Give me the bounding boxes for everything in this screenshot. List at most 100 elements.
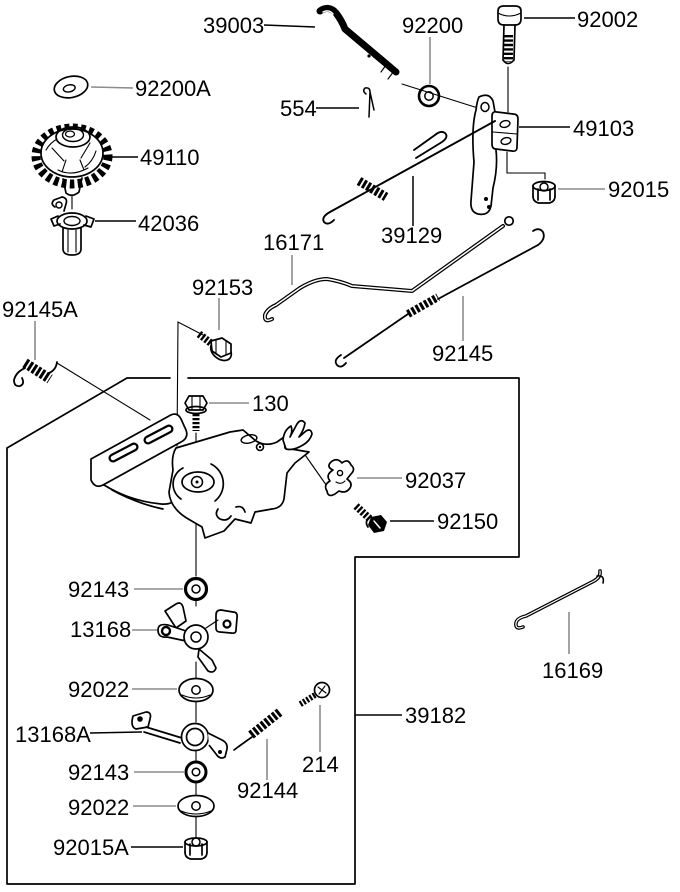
bracket-slot-1-inner — [110, 444, 137, 461]
part-92022-washer-2 — [177, 794, 215, 818]
nut-92015a-flange — [184, 851, 208, 860]
lever-plate — [470, 94, 498, 216]
part-label-92153: 92153 — [192, 275, 253, 300]
part-92145a-spring — [13, 358, 58, 388]
part-49103-lever — [470, 94, 519, 216]
lever-block-hole-1 — [499, 119, 511, 129]
bolt-130-flange — [185, 405, 207, 415]
part-label-92200a: 92200A — [135, 76, 211, 101]
spring-92144-hook — [233, 736, 253, 751]
lever-top-hole — [480, 101, 490, 113]
bolt-92153-axis — [176, 321, 206, 447]
part-92143-washer-2 — [184, 760, 208, 784]
nut-92015a-body — [184, 841, 208, 856]
part-label-554: 554 — [280, 96, 317, 121]
bracket-main-plate — [168, 429, 310, 539]
part-label-92002: 92002 — [577, 7, 638, 32]
choke-rod-shape — [316, 4, 400, 76]
part-13168-governor-lever — [157, 602, 239, 673]
rod-39129-wire — [329, 120, 496, 213]
holder-body-lines — [67, 229, 77, 253]
nut-92015-link — [506, 151, 546, 180]
arm-13168a-right-tab — [207, 732, 228, 759]
part-92153-bolt — [196, 331, 233, 362]
lever-dot-1 — [484, 197, 488, 201]
part-92022-washer-1 — [178, 677, 214, 703]
washer-92143-1-hole — [191, 584, 201, 594]
part-label-92015: 92015 — [608, 177, 669, 202]
part-92200-washer — [417, 84, 441, 108]
washer-92022-2-outer — [177, 794, 215, 818]
rod-16171-wire-inner — [264, 225, 504, 322]
part-label-39003: 39003 — [203, 13, 264, 38]
part-label-92143-2: 92143 — [68, 760, 129, 785]
rod-92145-hook-top — [532, 228, 545, 246]
washer-92022-2-edge — [180, 810, 212, 815]
part-label-92144: 92144 — [237, 778, 298, 803]
gear-hub-3 — [64, 130, 76, 138]
clamp-92037-link — [302, 451, 330, 490]
leader-39003 — [263, 24, 316, 28]
rod-92145-spring — [406, 293, 440, 318]
nut-92015a-top — [184, 837, 208, 847]
rod-92145-wire — [343, 244, 539, 359]
part-label-92015a: 92015A — [53, 835, 129, 860]
part-13168a-governor-arm — [131, 711, 228, 759]
gear-shaft — [62, 177, 83, 197]
part-label-92037: 92037 — [405, 468, 466, 493]
bracket-slot-2-inner — [145, 426, 172, 443]
clamp-92037-detail — [335, 480, 346, 484]
washer-92022-2-hole — [191, 801, 201, 811]
lever-13168-collar-hole — [190, 631, 202, 643]
rod-16169-wire-inner — [515, 570, 601, 629]
part-label-92150: 92150 — [437, 509, 498, 534]
nut-92015-flange — [532, 195, 556, 204]
bracket-bottom-tab — [215, 505, 246, 521]
part-label-214: 214 — [302, 752, 339, 777]
gear-hub-1 — [55, 126, 91, 148]
bracket-pivot-hole — [190, 475, 204, 489]
choke-rod-highlight — [322, 10, 334, 15]
gear-face-detail — [45, 138, 97, 174]
rod-to-lever-line — [401, 83, 482, 110]
part-label-39182: 39182 — [405, 703, 466, 728]
rod-92145-hook-low — [334, 354, 347, 368]
rod-39129-hairpin — [413, 130, 448, 159]
bolt-92150-flange — [365, 516, 371, 528]
rod-39129-hook — [322, 211, 335, 225]
arm-13168a-ring-outer — [180, 722, 210, 752]
bolt-92002-head-line — [497, 12, 522, 17]
holder-tab-hole — [55, 201, 63, 209]
nut-92015-body — [532, 185, 556, 201]
lever-block — [491, 110, 519, 153]
part-92144-spring — [233, 707, 284, 751]
cotter-pin-shape — [362, 87, 375, 118]
bracket-fingers — [282, 419, 313, 451]
part-label-92145: 92145 — [432, 341, 493, 366]
bracket-stud-dot — [258, 445, 262, 449]
lever-block-fold — [492, 131, 518, 135]
bolt-92150-head-slit — [373, 520, 381, 529]
lever-13168-tab — [197, 648, 217, 673]
washer-92022-1-hole — [191, 685, 201, 695]
part-label-16169: 16169 — [542, 658, 603, 683]
rod-16169-tip — [596, 575, 605, 584]
part-49110-gear — [31, 123, 113, 197]
part-42036-holder — [50, 196, 95, 256]
spring-92145a-hook-right — [48, 361, 58, 374]
washer-92200-outer — [417, 84, 441, 108]
part-92145-rod-spring — [334, 228, 545, 368]
part-16171-link-rod — [262, 215, 515, 323]
bracket-stud — [255, 442, 265, 452]
holder-collar-hole — [63, 215, 81, 227]
bolt-130-facets — [191, 395, 201, 411]
lever-13168-arm — [157, 623, 187, 642]
washer-92143-1-outer — [183, 576, 209, 602]
part-control-plate-bracket — [90, 413, 313, 539]
clamp-92037-body — [324, 458, 355, 497]
bracket-pivot-dot — [195, 480, 199, 484]
spring-92144-coil — [248, 707, 284, 739]
gear-teeth — [31, 123, 113, 189]
part-92015-nut — [532, 180, 556, 204]
